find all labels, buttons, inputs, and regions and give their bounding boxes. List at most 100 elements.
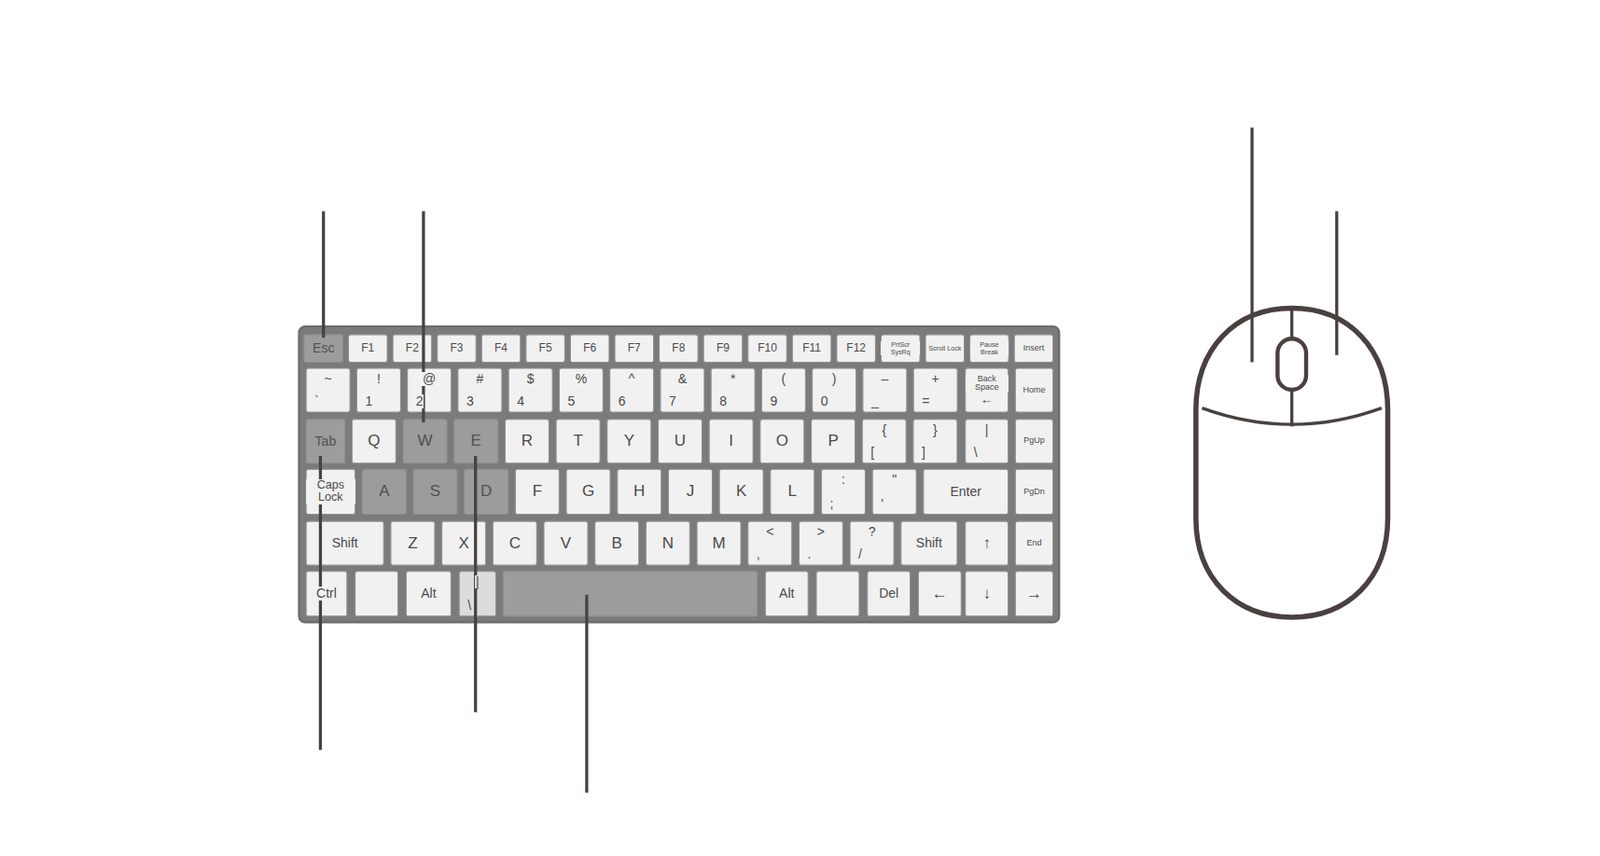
key: Scroll Lock (925, 334, 965, 363)
key-label: W (417, 432, 434, 450)
key-label: A (377, 483, 390, 501)
key-symbol: 8 (718, 394, 728, 409)
key-symbol: + (931, 372, 941, 387)
key-cap (306, 419, 346, 464)
key-label: P (826, 432, 839, 450)
key: Esc (304, 334, 344, 363)
key-cap (970, 334, 1010, 363)
key-symbol: * (729, 372, 737, 387)
key-label: Insert (1022, 344, 1046, 353)
key-cap (458, 368, 502, 413)
key-symbol: = (920, 394, 931, 409)
key: #3 (458, 368, 502, 413)
key-cap (872, 469, 917, 515)
key: → (1015, 571, 1053, 617)
mouse-body (1196, 307, 1389, 618)
key-symbol: ; (828, 497, 835, 512)
button-divider (1290, 389, 1294, 427)
key-cap (614, 334, 654, 363)
key: Z (390, 521, 435, 566)
key-cap (607, 419, 652, 464)
key-cap (442, 521, 487, 566)
key: ~` (306, 368, 350, 413)
key-cap (836, 334, 877, 363)
key-label: Shift (915, 536, 944, 551)
key-cap (1015, 571, 1053, 617)
key: ↓ (965, 571, 1009, 617)
key: Tab (306, 419, 346, 464)
key: |\ (965, 419, 1009, 464)
key: %5 (558, 368, 603, 413)
key: Q (351, 419, 396, 464)
key: :; (820, 469, 865, 515)
key-cap (760, 419, 805, 464)
key-symbol: } (932, 423, 939, 438)
key: I (709, 419, 753, 464)
key-label: Ctrl (315, 586, 338, 601)
key: $4 (508, 368, 553, 413)
key-symbol: , (755, 547, 762, 562)
key-label: V (559, 535, 572, 553)
key: {[ (862, 419, 906, 464)
key: F4 (481, 334, 521, 363)
key: H (617, 469, 662, 515)
key: PrtScr SysRq (880, 334, 920, 363)
key-label: F3 (448, 342, 464, 355)
key-cap (761, 368, 806, 413)
key-cap (306, 368, 350, 413)
key-caps (304, 334, 1054, 617)
key-cap (792, 334, 832, 363)
key-cap (1015, 521, 1053, 566)
key-symbol: ' (879, 497, 885, 512)
key-label: X (457, 535, 470, 553)
key-symbol: ? (867, 525, 877, 540)
key-symbol: > (816, 525, 826, 540)
key-label: Del (877, 586, 900, 601)
key: O (760, 419, 805, 464)
key-cap (710, 368, 755, 413)
leader-line (1250, 127, 1253, 363)
key-label: N (661, 535, 675, 553)
leader-line (321, 210, 325, 338)
key-label: F7 (626, 342, 642, 355)
key: C (492, 521, 537, 566)
key-symbol: / (857, 547, 863, 562)
key-symbol: ~ (323, 372, 334, 387)
key: >. (798, 521, 843, 566)
button-divider (1290, 309, 1294, 340)
key-label: F6 (582, 342, 598, 355)
key: F6 (570, 334, 610, 363)
key-label: Alt (419, 586, 437, 601)
key: X (442, 521, 487, 566)
key-cap (617, 469, 662, 515)
key-symbol: : (840, 473, 847, 487)
scroll-wheel (1277, 338, 1307, 390)
key-label: M (710, 535, 726, 553)
key-label: L (787, 483, 798, 501)
key: R (504, 419, 549, 464)
key: <, (748, 521, 793, 566)
key: End (1015, 521, 1053, 566)
key-label: PrtScr SysRq (880, 341, 920, 356)
key-cap (508, 368, 553, 413)
key: )0 (812, 368, 857, 413)
key-cap (1015, 419, 1053, 464)
key-cap (867, 571, 911, 617)
key: F11 (792, 334, 832, 363)
key-label: Back Space (965, 375, 1009, 393)
key-cap (306, 521, 384, 566)
keyboard-body (298, 326, 1059, 623)
key: PgDn (1015, 469, 1053, 515)
key-label: S (429, 483, 442, 501)
key-symbol: % (574, 372, 588, 387)
key: A (361, 469, 406, 515)
key-label: ↓ (981, 585, 992, 603)
key-label: J (685, 483, 696, 501)
key: E (454, 419, 499, 464)
key: B (595, 521, 640, 566)
key-symbol: 1 (363, 394, 374, 409)
key-cap (413, 469, 458, 515)
key-cap (502, 571, 757, 617)
key-symbol: ^ (627, 372, 637, 387)
key-label: F4 (493, 342, 509, 355)
